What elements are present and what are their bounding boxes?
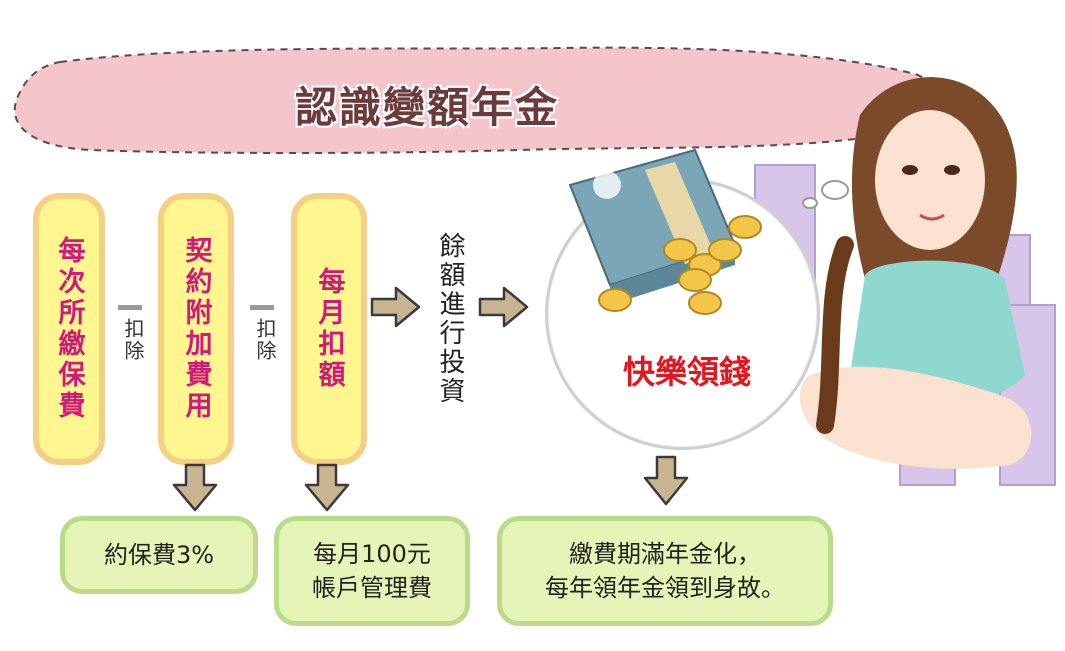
result-box-annuity-line-1: 繳費期滿年金化， <box>569 540 761 568</box>
pill-premium: 每次所繳保費 <box>33 193 105 465</box>
pill-contract-fee: 契約附加費用 <box>158 193 234 465</box>
pill-premium-text: 每次所繳保費 <box>53 236 85 422</box>
thought-bubble-tiny <box>802 197 818 209</box>
arrow-right-icon <box>370 286 421 328</box>
right-eye <box>944 165 960 175</box>
page-title: 認識變額年金 <box>295 83 560 132</box>
left-eye <box>902 165 918 175</box>
arrow-down-icon <box>172 463 218 512</box>
mouth <box>919 213 945 221</box>
pill-contract-fee-text: 契約附加費用 <box>180 236 212 422</box>
bubble-text: 快樂領錢 <box>622 353 751 391</box>
title-banner <box>13 46 936 154</box>
result-box-management: 每月100元 帳戶管理費 <box>274 516 470 626</box>
result-box-management-line-1: 每月100元 <box>313 540 431 568</box>
deduct-label-1: 扣除 <box>121 318 145 362</box>
gold-coins <box>598 215 762 315</box>
result-box-management-line-2: 帳戶管理費 <box>312 574 432 602</box>
minus-sign <box>118 305 142 310</box>
investment-label: 餘額進行投資 <box>435 232 465 406</box>
arrow-right-icon <box>478 286 529 328</box>
minus-sign <box>250 305 274 310</box>
pill-monthly-deduction: 每月扣額 <box>291 193 367 465</box>
result-box-fee-line: 約保費3% <box>103 541 215 569</box>
diagram-graphics <box>13 46 936 154</box>
face <box>875 110 985 250</box>
result-box-annuity: 繳費期滿年金化， 每年領年金領到身故。 <box>497 516 833 626</box>
thought-bubble-small <box>821 180 849 200</box>
money-stack-icon <box>568 148 762 315</box>
woman-illustration <box>754 77 1056 486</box>
braid <box>816 236 854 434</box>
arrow-down-icon <box>643 455 689 506</box>
arrow-down-icon <box>304 463 350 512</box>
deduct-label-2: 扣除 <box>253 318 277 362</box>
dress <box>850 260 1025 405</box>
arms <box>799 366 1032 469</box>
result-box-annuity-line-2: 每年領年金領到身故。 <box>545 574 785 602</box>
result-box-fee: 約保費3% <box>60 516 258 594</box>
pill-monthly-deduction-text: 每月扣額 <box>313 267 345 391</box>
